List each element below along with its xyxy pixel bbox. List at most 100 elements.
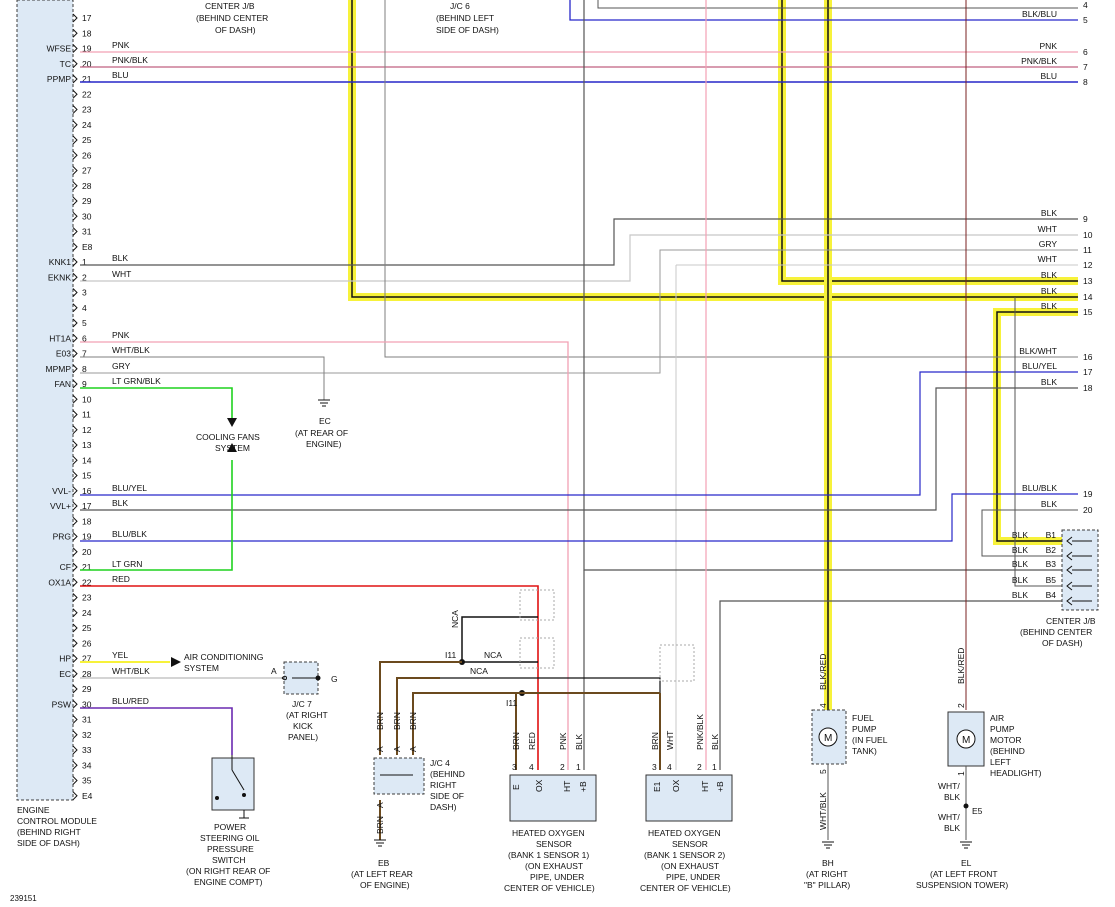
hos2-pin-3: 2 [697, 762, 702, 772]
hos1-pin-1: 3 [512, 762, 517, 772]
right-edge-number: 15 [1083, 307, 1093, 317]
jc4-connector: BRN BRN BRN A A A A BRN J/C 4 (BEHIND RI… [351, 712, 465, 890]
center-jb-pin-mark [1066, 536, 1073, 546]
ecm-pin-mark [72, 13, 78, 23]
center-jb-top-1: CENTER J/B [205, 1, 255, 11]
hos1-label-2: SENSOR [536, 839, 572, 849]
jc4-pin-1: A [375, 746, 385, 752]
ecm-pin-number: 11 [82, 410, 91, 420]
ecm-pin-number: 17 [82, 13, 92, 23]
right-edge-wire-label: BLK/WHT [1019, 346, 1057, 356]
ecm-pin-number: 9 [82, 379, 87, 389]
ecm-pin-mark [72, 593, 78, 602]
ecm-pin-number: 24 [82, 120, 92, 130]
right-edge-number: 13 [1083, 276, 1093, 286]
right-edge-number: 9 [1083, 214, 1088, 224]
ecm-pin-mark [72, 318, 78, 328]
center-jb-pin: B5 [1046, 575, 1057, 585]
ecm-pin-mark [72, 227, 78, 236]
ecm-pin-number: 21 [82, 74, 92, 84]
ac-system-1: AIR CONDITIONING [184, 652, 263, 662]
air-pump-motor: M BLK/RED 2 1 WHT/ BLK E5 WHT/ BLK AIR P… [916, 648, 1042, 890]
hos2-label-2: SENSOR [672, 839, 708, 849]
ecm-pin-mark [72, 425, 78, 435]
ecm-pin-mark [72, 669, 78, 679]
center-jb-pin-mark [1066, 596, 1073, 606]
ecm-pin-mark [72, 364, 78, 374]
ecm-pin-number: 34 [82, 760, 92, 770]
jc4-label-2: (BEHIND [430, 769, 465, 779]
ecm-pin-name: OX1A [48, 577, 71, 587]
right-edge-number: 6 [1083, 47, 1088, 57]
ecm-pin-number: 32 [82, 730, 92, 740]
ecm-pin-mark [72, 654, 78, 663]
ecm-pin-mark [72, 349, 78, 358]
hos1-label-6: CENTER OF VEHICLE) [504, 883, 595, 893]
ecm-pin-number: 28 [82, 669, 92, 679]
ecm-pin-number: 27 [82, 166, 92, 176]
ecm-pin-number: 21 [82, 562, 92, 572]
ecm-pin-number: 25 [82, 623, 92, 633]
fuel-pump-wire-bottom: WHT/BLK [818, 792, 828, 830]
psw-label-2: STEERING OIL [200, 833, 260, 843]
eb-ground-1: EB [378, 858, 390, 868]
ecm-pin-mark [72, 623, 78, 633]
ecm-pin-number: 6 [82, 333, 87, 343]
center-jb-pin: B4 [1046, 590, 1057, 600]
wire-label-psw: BLU/RED [112, 696, 149, 706]
jc4-pin-bottom: A [375, 802, 385, 808]
ecm-pin-name: PRG [53, 532, 71, 542]
right-edge-wire-label: PNK [1040, 41, 1058, 51]
ecm-pin-mark [72, 684, 78, 694]
ecm-pin-name: VVL- [52, 486, 71, 496]
right-edge-number: 7 [1083, 62, 1088, 72]
ecm-pin-number: 35 [82, 776, 92, 786]
ecm-pin-name: WFSE [46, 44, 71, 54]
ecm-pin-mark [72, 608, 78, 618]
ec-ground-3: ENGINE) [306, 439, 342, 449]
ecm-pin-name: E03 [56, 349, 71, 359]
center-jb-pin-mark [1066, 551, 1073, 561]
hos1-term-3: HT [562, 781, 572, 792]
air-pump-wire-b1: WHT/ [938, 781, 960, 791]
wire-label-p21: BLU [112, 70, 129, 80]
air-pump-splice: E5 [972, 806, 983, 816]
ecm-pin-mark [72, 699, 78, 709]
jc7-pin-a: A [271, 666, 277, 676]
bh-ground-2: (AT RIGHT [806, 869, 848, 879]
jc4-pin-3: A [408, 746, 418, 752]
right-edge-wire-label: WHT [1038, 224, 1057, 234]
splice-i11-top: I11 [445, 650, 456, 660]
right-edge-wire-label: BLK/BLU [1022, 9, 1057, 19]
splice-i11-bottom: I11 [506, 698, 517, 708]
annotations: CENTER J/B (BEHIND CENTER OF DASH) J/C 6… [10, 1, 499, 903]
ecm-pin-number: 3 [82, 288, 87, 298]
air-pump-label-4: (BEHIND [990, 746, 1025, 756]
jc6-top-3: SIDE OF DASH) [436, 25, 499, 35]
ecm-pin-mark [72, 410, 78, 419]
jc4-wire-1: BRN [375, 712, 385, 730]
air-pump-pin-bottom: 1 [956, 771, 966, 776]
hos2-pin-4: 1 [712, 762, 717, 772]
ecm-pin-number: 31 [82, 227, 92, 237]
ecm-pin-number: 16 [82, 486, 92, 496]
hos2: BRN WHT PNK/BLK BLK 3 4 2 1 E1 OX HT +B … [640, 714, 733, 893]
right-edge-wire-label: BLK [1041, 499, 1057, 509]
hos2-wire-2: WHT [665, 731, 675, 750]
ecm-pin-mark [72, 486, 78, 496]
ecm-pin-mark [72, 745, 78, 755]
ecm-pin-number: 8 [82, 364, 87, 374]
ecm-pin-number: 20 [82, 59, 92, 69]
hos1-pin-4: 1 [576, 762, 581, 772]
ecm-pin-number: 26 [82, 150, 92, 160]
ecm-pin-number: 19 [82, 532, 92, 542]
wire-label-p20: PNK/BLK [112, 55, 148, 65]
ecm-pin-mark [72, 760, 78, 770]
ecm-pin-number: E4 [82, 791, 93, 801]
center-jb-pin: B2 [1046, 545, 1057, 555]
right-edge-number: 19 [1083, 489, 1093, 499]
ecm-pin-number: 12 [82, 425, 92, 435]
right-edge-wire-label: GRY [1039, 239, 1058, 249]
jc7-connector [281, 661, 321, 695]
